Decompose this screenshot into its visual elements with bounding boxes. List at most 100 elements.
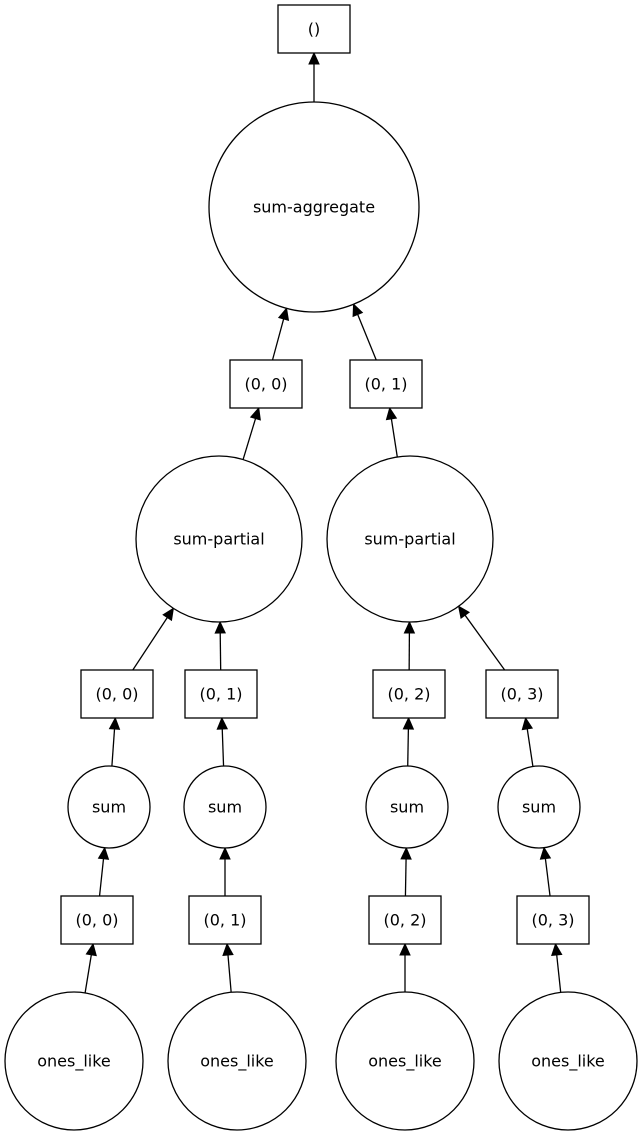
node-label: ones_like: [37, 1052, 111, 1072]
task-circle: [497, 765, 581, 849]
node-label: sum: [522, 798, 556, 817]
task-circle: [365, 765, 449, 849]
edge-agg_in0-to-agg: [271, 318, 285, 361]
arrowhead-icon: [97, 846, 110, 860]
key-node-unit: (): [277, 4, 351, 54]
key-node-0-1: (0, 1): [184, 669, 258, 719]
arrowhead-icon: [162, 607, 175, 622]
node-label: sum-partial: [173, 530, 264, 549]
arrowhead-icon: [402, 716, 415, 730]
node-label: (0, 3): [500, 685, 543, 704]
task-node-sum: sum: [183, 765, 267, 849]
node-label: (0, 0): [95, 685, 138, 704]
node-label: sum: [390, 798, 424, 817]
task-circle: [4, 991, 144, 1131]
key-box: [349, 359, 423, 409]
node-label: (0, 0): [244, 375, 287, 394]
arrowhead-icon: [457, 605, 471, 619]
edge-sumout0-to-partial_a: [132, 617, 168, 671]
nodes-layer: () sum-aggregate (0, 0) (0, 1) sum-partial su…: [4, 4, 638, 1131]
task-circle: [498, 991, 638, 1131]
arrowhead-icon: [385, 406, 398, 421]
edge-chunk2-to-sum2: [404, 858, 407, 897]
node-label: sum: [92, 798, 126, 817]
node-label: sum-aggregate: [253, 198, 375, 217]
node-label: (0, 3): [531, 911, 574, 930]
key-node-0-3: (0, 3): [485, 669, 559, 719]
key-node-0-0: (0, 0): [60, 895, 134, 945]
arrowhead-icon: [249, 406, 261, 421]
arrowhead-icon: [539, 846, 552, 860]
arrowhead-icon: [222, 942, 234, 956]
edge-sum2-to-sumout2: [407, 728, 410, 767]
arrowhead-icon: [277, 307, 290, 321]
task-node-ones-like: ones_like: [4, 991, 144, 1131]
node-label: (0, 1): [364, 375, 407, 394]
task-circle: [335, 991, 475, 1131]
node-label: ones_like: [531, 1052, 605, 1072]
task-node-sum-partial: sum-partial: [326, 455, 494, 623]
edge-ones0-to-chunk0: [84, 954, 92, 994]
arrowhead-icon: [399, 942, 411, 956]
node-label: ones_like: [200, 1052, 274, 1072]
key-node-0-3: (0, 3): [516, 895, 590, 945]
arrowhead-icon: [308, 51, 320, 65]
arrowhead-icon: [214, 620, 226, 634]
task-node-sum-partial: sum-partial: [135, 455, 303, 623]
node-label: sum: [208, 798, 242, 817]
key-box: [485, 669, 559, 719]
task-circle: [326, 455, 494, 623]
key-box: [184, 669, 258, 719]
task-node-sum: sum: [497, 765, 581, 849]
key-box: [229, 359, 303, 409]
edges-layer: [84, 51, 563, 994]
key-node-0-1: (0, 1): [349, 359, 423, 409]
task-node-ones-like: ones_like: [335, 991, 475, 1131]
task-node-sum-aggregate: sum-aggregate: [208, 101, 420, 313]
edge-sum0-to-sumout0: [111, 728, 116, 767]
task-circle: [208, 101, 420, 313]
edge-agg_in1-to-agg: [357, 314, 377, 361]
key-box: [80, 669, 154, 719]
arrowhead-icon: [108, 716, 121, 730]
key-node-0-0: (0, 0): [229, 359, 303, 409]
arrowhead-icon: [403, 620, 416, 634]
arrowhead-icon: [551, 942, 563, 957]
node-label: (0, 1): [203, 911, 246, 930]
edge-chunk0-to-sum0: [98, 858, 105, 897]
edge-sum3-to-sumout3: [526, 728, 534, 767]
task-circle: [67, 765, 151, 849]
key-box: [516, 895, 590, 945]
key-box: [277, 4, 351, 54]
task-node-ones-like: ones_like: [498, 991, 638, 1131]
node-label: (0, 2): [387, 685, 430, 704]
node-label: (0, 2): [383, 911, 426, 930]
edge-partial_b-to-agg_in1: [390, 418, 398, 458]
task-node-ones-like: ones_like: [167, 991, 307, 1131]
node-label: sum-partial: [364, 530, 455, 549]
node-label: ones_like: [368, 1052, 442, 1072]
node-label: (0, 1): [199, 685, 242, 704]
edge-sum1-to-sumout1: [221, 728, 225, 767]
task-circle: [183, 765, 267, 849]
key-box: [372, 669, 446, 719]
edge-partial_a-to-agg_in0: [242, 418, 257, 460]
arrowhead-icon: [352, 303, 364, 318]
edge-ones3-to-chunk3: [556, 954, 562, 993]
key-box: [368, 895, 442, 945]
key-node-0-0: (0, 0): [80, 669, 154, 719]
edge-sumout3-to-partial_b: [464, 614, 506, 671]
arrowhead-icon: [400, 846, 412, 860]
key-box: [60, 895, 134, 945]
key-box: [188, 895, 262, 945]
task-circle: [167, 991, 307, 1131]
arrowhead-icon: [216, 716, 229, 730]
task-node-sum: sum: [67, 765, 151, 849]
node-label: (): [308, 20, 320, 39]
edge-ones1-to-chunk1: [227, 954, 232, 993]
key-node-0-2: (0, 2): [368, 895, 442, 945]
task-node-sum: sum: [365, 765, 449, 849]
arrowhead-icon: [521, 716, 534, 731]
task-circle: [135, 455, 303, 623]
